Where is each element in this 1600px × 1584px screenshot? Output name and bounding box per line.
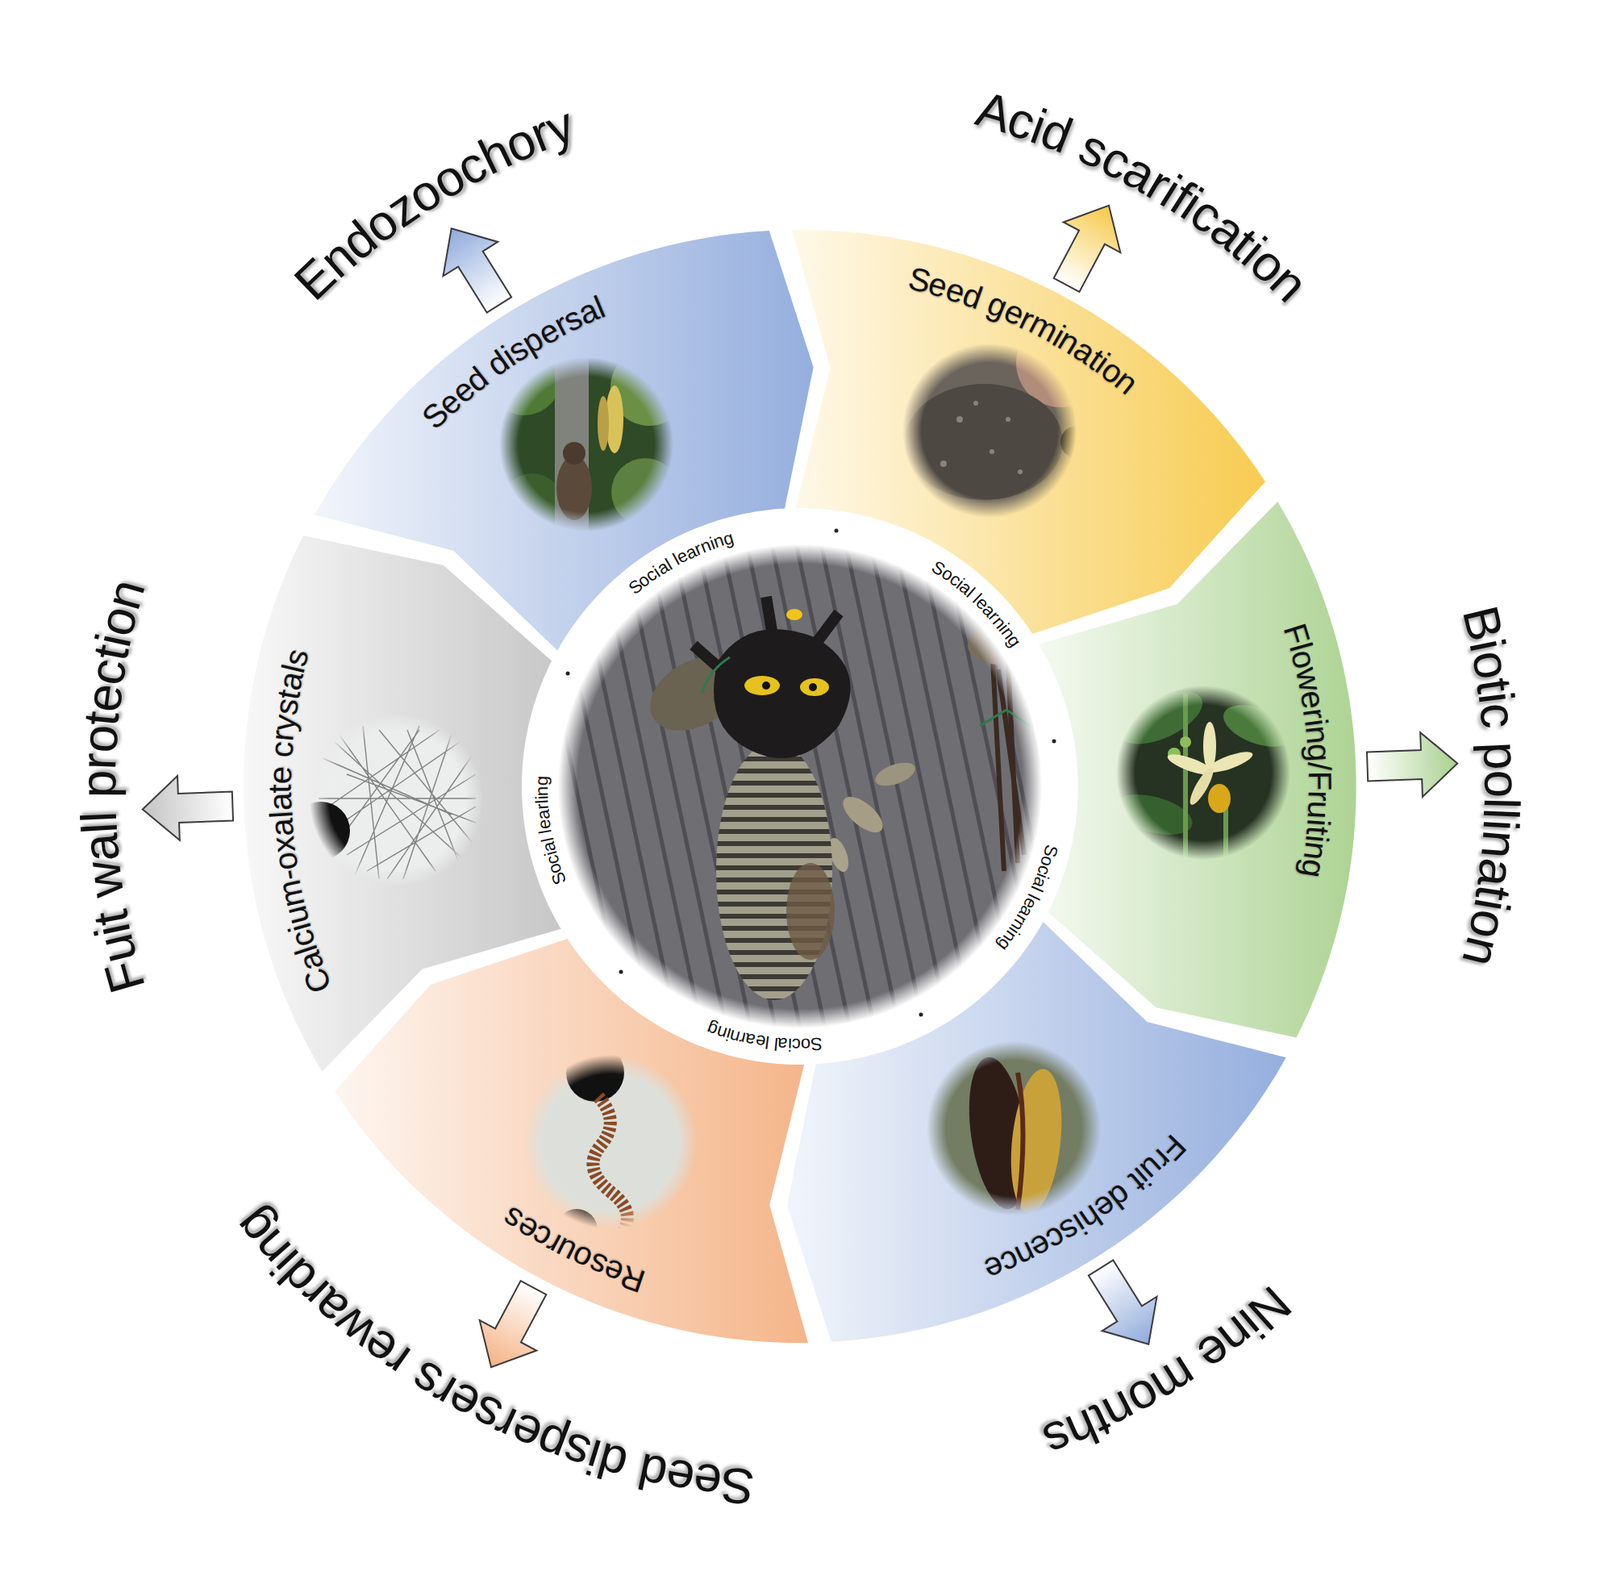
label-glyph: g: [1299, 742, 1339, 763]
outcome-label: Acid scarification: [956, 74, 1327, 321]
label-glyph: u: [1300, 800, 1340, 820]
outcome-node: Nine months: [1020, 1270, 1310, 1480]
fruit-dehiscence-photo: [926, 1041, 1101, 1217]
block-arrow: [1366, 732, 1458, 797]
label-glyph: [68, 796, 129, 813]
block-arrow: [479, 1280, 547, 1367]
label-glyph: c: [261, 739, 301, 759]
center-label: Social learling: [529, 767, 573, 892]
label-glyph: c: [1466, 700, 1530, 731]
outcome-node: Seed dispersers rewarding: [216, 1188, 780, 1526]
segment-shape: [314, 230, 814, 651]
stage-segment: Seed germination: [791, 229, 1266, 634]
outcome-label: Endozoochory: [278, 89, 599, 317]
outcome-label: Seed dispersers rewarding: [216, 1188, 776, 1523]
outcome-node: Acid scarification: [956, 74, 1330, 324]
segment-label: Seed dispersal: [410, 282, 624, 441]
label-glyph: F: [1300, 770, 1340, 791]
stage-segment: Calcium-oxalate crystals: [243, 535, 562, 1071]
outcome-label: Biotic pollination: [1444, 586, 1539, 989]
outcome-node: Biotic pollination: [1444, 586, 1542, 992]
segment-label: Seed germination: [895, 255, 1151, 406]
block-arrow: [1088, 1259, 1158, 1344]
label-glyph: r: [1300, 790, 1340, 802]
outcome-node: Fuit wall protection: [61, 556, 167, 1018]
label-glyph: l: [1471, 796, 1532, 810]
stage-segment: Resources: [334, 938, 809, 1343]
label-glyph: c: [791, 1033, 800, 1055]
label-glyph: n: [531, 785, 553, 796]
label-glyph: e: [260, 765, 300, 784]
center-label: Social learning: [990, 837, 1063, 959]
label-glyph: t: [260, 783, 300, 793]
segment-label: Calcium-oxalate crystals: [255, 633, 342, 1005]
segment-label: Flowering/Fruiting: [1273, 609, 1345, 893]
label-glyph: /: [1300, 760, 1339, 771]
center-ring: [525, 512, 1075, 1061]
center-label: Social learning: [621, 525, 742, 601]
label-glyph: n: [1297, 724, 1338, 746]
label-glyph: o: [800, 1033, 811, 1055]
stage-segment: Fruit dehiscence: [787, 921, 1287, 1342]
label-glyph: a: [261, 816, 302, 838]
ring-dots: [566, 529, 1057, 1017]
label-glyph: p: [68, 769, 129, 798]
label-glyph: g: [531, 775, 553, 787]
label-glyph: S: [718, 1454, 758, 1517]
center-photo: [475, 435, 1122, 1138]
label-glyph: p: [1470, 740, 1531, 771]
label-glyph: a: [260, 792, 300, 813]
outcome-label: Nine months: [1020, 1270, 1307, 1476]
segment-label: Resources: [487, 1195, 657, 1303]
label-glyph: w: [72, 857, 137, 901]
center-label: Social learning: [699, 1016, 830, 1059]
flowering-photo: [1109, 680, 1299, 860]
segment-shape: [787, 921, 1287, 1342]
segment-shape: [791, 229, 1266, 634]
segment-shape: [334, 938, 809, 1343]
stage-segment: Seed dispersal: [314, 230, 814, 651]
label-glyph: S: [809, 1033, 823, 1055]
stage-segment: Flowering/Fruiting: [1038, 501, 1357, 1038]
label-glyph: a: [70, 830, 133, 864]
label-glyph: a: [777, 1033, 789, 1055]
label-glyph: i: [787, 1033, 792, 1055]
block-arrow: [443, 228, 513, 313]
outcome-node: Endozoochory: [278, 89, 602, 321]
label-glyph: o: [69, 723, 131, 755]
label-glyph: r: [68, 751, 130, 771]
label-glyph: o: [1471, 769, 1532, 798]
seed-germination-photo: [902, 318, 1105, 518]
crystals-photo: [291, 712, 484, 888]
center-label: Social learning: [925, 554, 1027, 655]
block-arrow: [142, 775, 234, 841]
segment-label: Fruit dehiscence: [970, 1123, 1198, 1293]
block-arrow: [1054, 205, 1121, 292]
center-circle: Social learningSocial learningSocial lea…: [525, 512, 1075, 1061]
outcome-label: Fuit wall protection: [61, 556, 163, 1015]
